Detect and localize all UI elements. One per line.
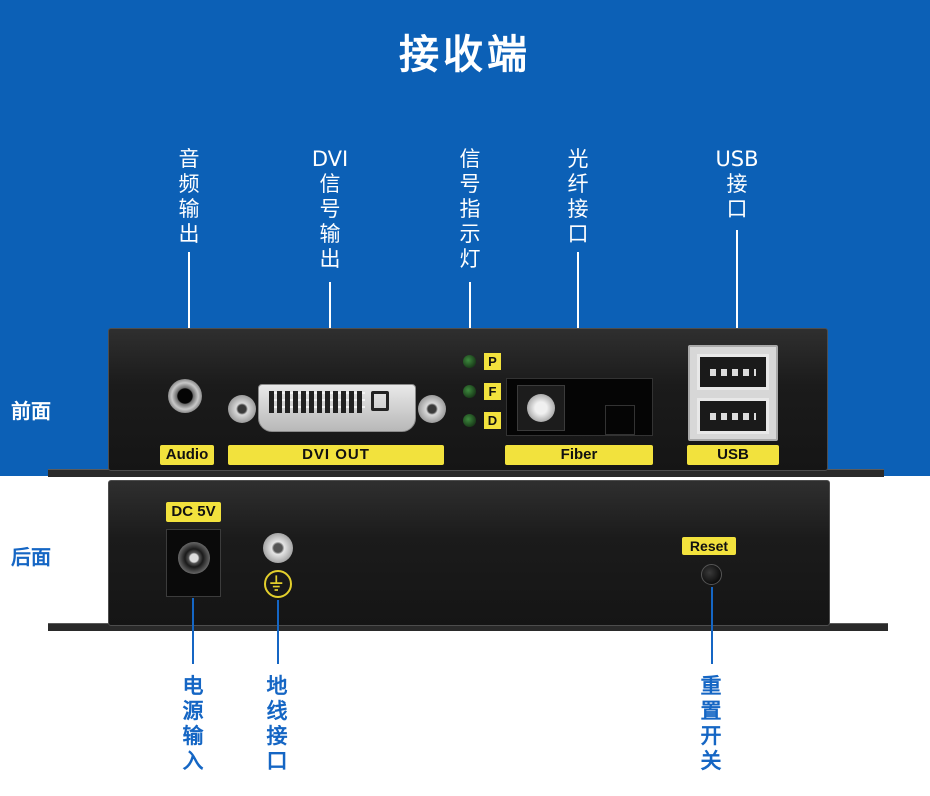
diagram-title: 接收端 [399,32,531,78]
dvi-pin-grid [269,391,365,413]
leader-line-usb [736,230,738,334]
ground-screw [263,533,293,563]
dvi-screw-right [418,395,446,423]
led-tag-p: P [484,353,501,370]
leader-line-ground [277,600,279,664]
reset-button [701,564,722,585]
leader-line-power [192,598,194,664]
reset-label: Reset [682,537,736,555]
led-tag-d: D [484,412,501,429]
leader-line-indicator [469,282,471,342]
front-side-label: 前面 [11,399,51,423]
usb-slot-upper [697,354,769,390]
dvi-out-label: DVI OUT [228,445,444,465]
dvi-screw-left [228,395,256,423]
usb-slot-lower [697,398,769,434]
fiber-label: Fiber [505,445,653,465]
callout-audio-output: 音频输出 [178,147,200,246]
dc-power-jack [166,529,221,597]
led-tag-f: F [484,383,501,400]
dc-jack-hole [178,542,210,574]
callout-power-input: 电源输入 [182,674,204,773]
leader-line-fiber [577,252,579,362]
fiber-port-icon [527,394,555,422]
dvi-connector [228,382,446,434]
fiber-connector [506,378,653,436]
led-fiber [463,385,476,398]
fiber-housing [517,385,565,431]
dvi-shell [258,384,416,432]
dc-5v-label: DC 5V [166,502,221,522]
callout-ground: 地线接口 [266,674,288,773]
callout-reset: 重置开关 [700,674,722,773]
audio-label: Audio [160,445,214,465]
dvi-key-slot [371,391,389,411]
callout-fiber-port: 光纤接口 [567,147,589,246]
leader-line-reset [711,587,713,664]
callout-signal-indicator: 信号指示灯 [459,147,481,271]
led-data [463,414,476,427]
leader-line-dvi [329,282,331,364]
fiber-latch [605,405,635,435]
led-power [463,355,476,368]
back-side-label: 后面 [11,545,51,569]
leader-line-audio [188,252,190,362]
usb-label: USB [687,445,779,465]
usb-ports [688,345,778,441]
audio-jack [168,379,202,413]
ground-icon [264,570,292,598]
